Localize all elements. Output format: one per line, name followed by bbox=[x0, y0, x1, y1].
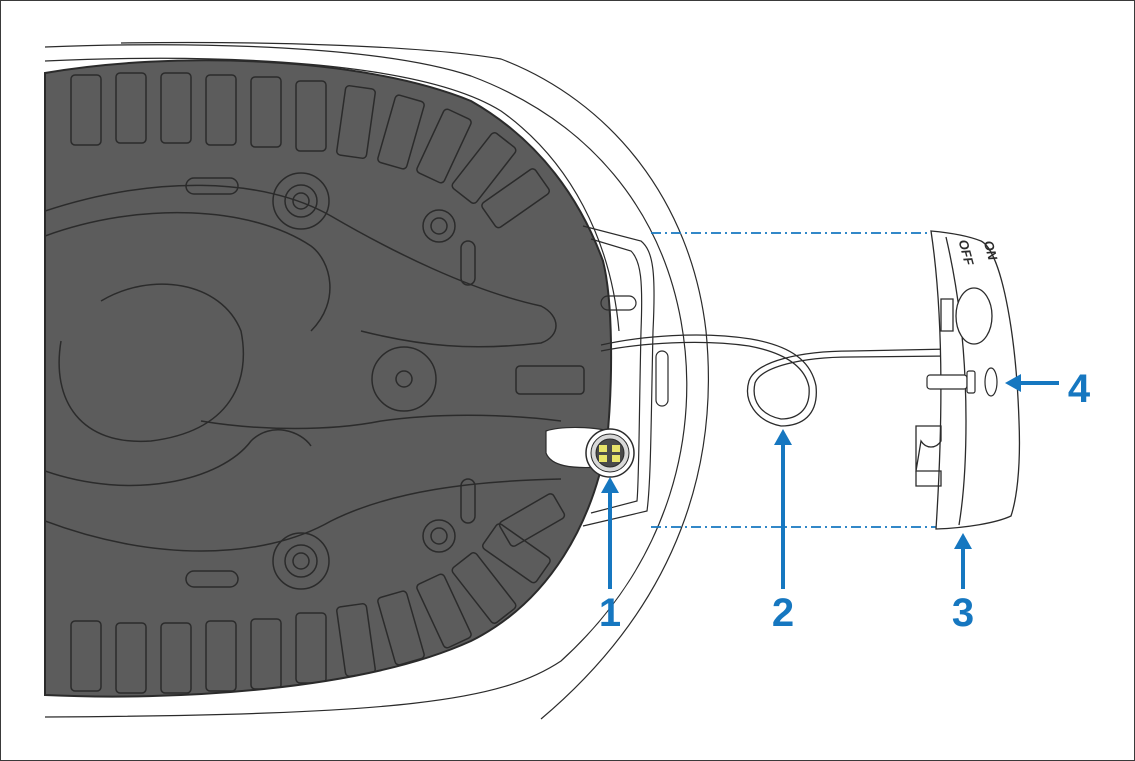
cable bbox=[600, 334, 952, 427]
screw bbox=[926, 367, 998, 397]
callout-number-4: 4 bbox=[1068, 367, 1091, 411]
callout-number-2: 2 bbox=[772, 591, 794, 635]
callout-numbers: 1 2 3 4 bbox=[599, 367, 1091, 635]
connector bbox=[545, 426, 635, 478]
callout-4-arrowhead bbox=[1005, 374, 1021, 392]
connector-pocket bbox=[582, 225, 669, 527]
callout-number-3: 3 bbox=[952, 591, 974, 635]
switch-label-off: OFF bbox=[956, 238, 977, 268]
callout-arrows bbox=[601, 374, 1059, 589]
bottom-ribs bbox=[70, 523, 551, 694]
callout-number-1: 1 bbox=[599, 591, 621, 635]
alignment-lines bbox=[651, 232, 936, 528]
callout-2-arrowhead bbox=[774, 429, 792, 445]
base-plate bbox=[44, 59, 613, 698]
switch-label-on: ON bbox=[981, 239, 1001, 262]
callout-3-arrowhead bbox=[954, 533, 972, 549]
housing-outline bbox=[44, 41, 709, 720]
top-ribs bbox=[70, 72, 550, 229]
callout-1-arrowhead bbox=[601, 477, 619, 493]
